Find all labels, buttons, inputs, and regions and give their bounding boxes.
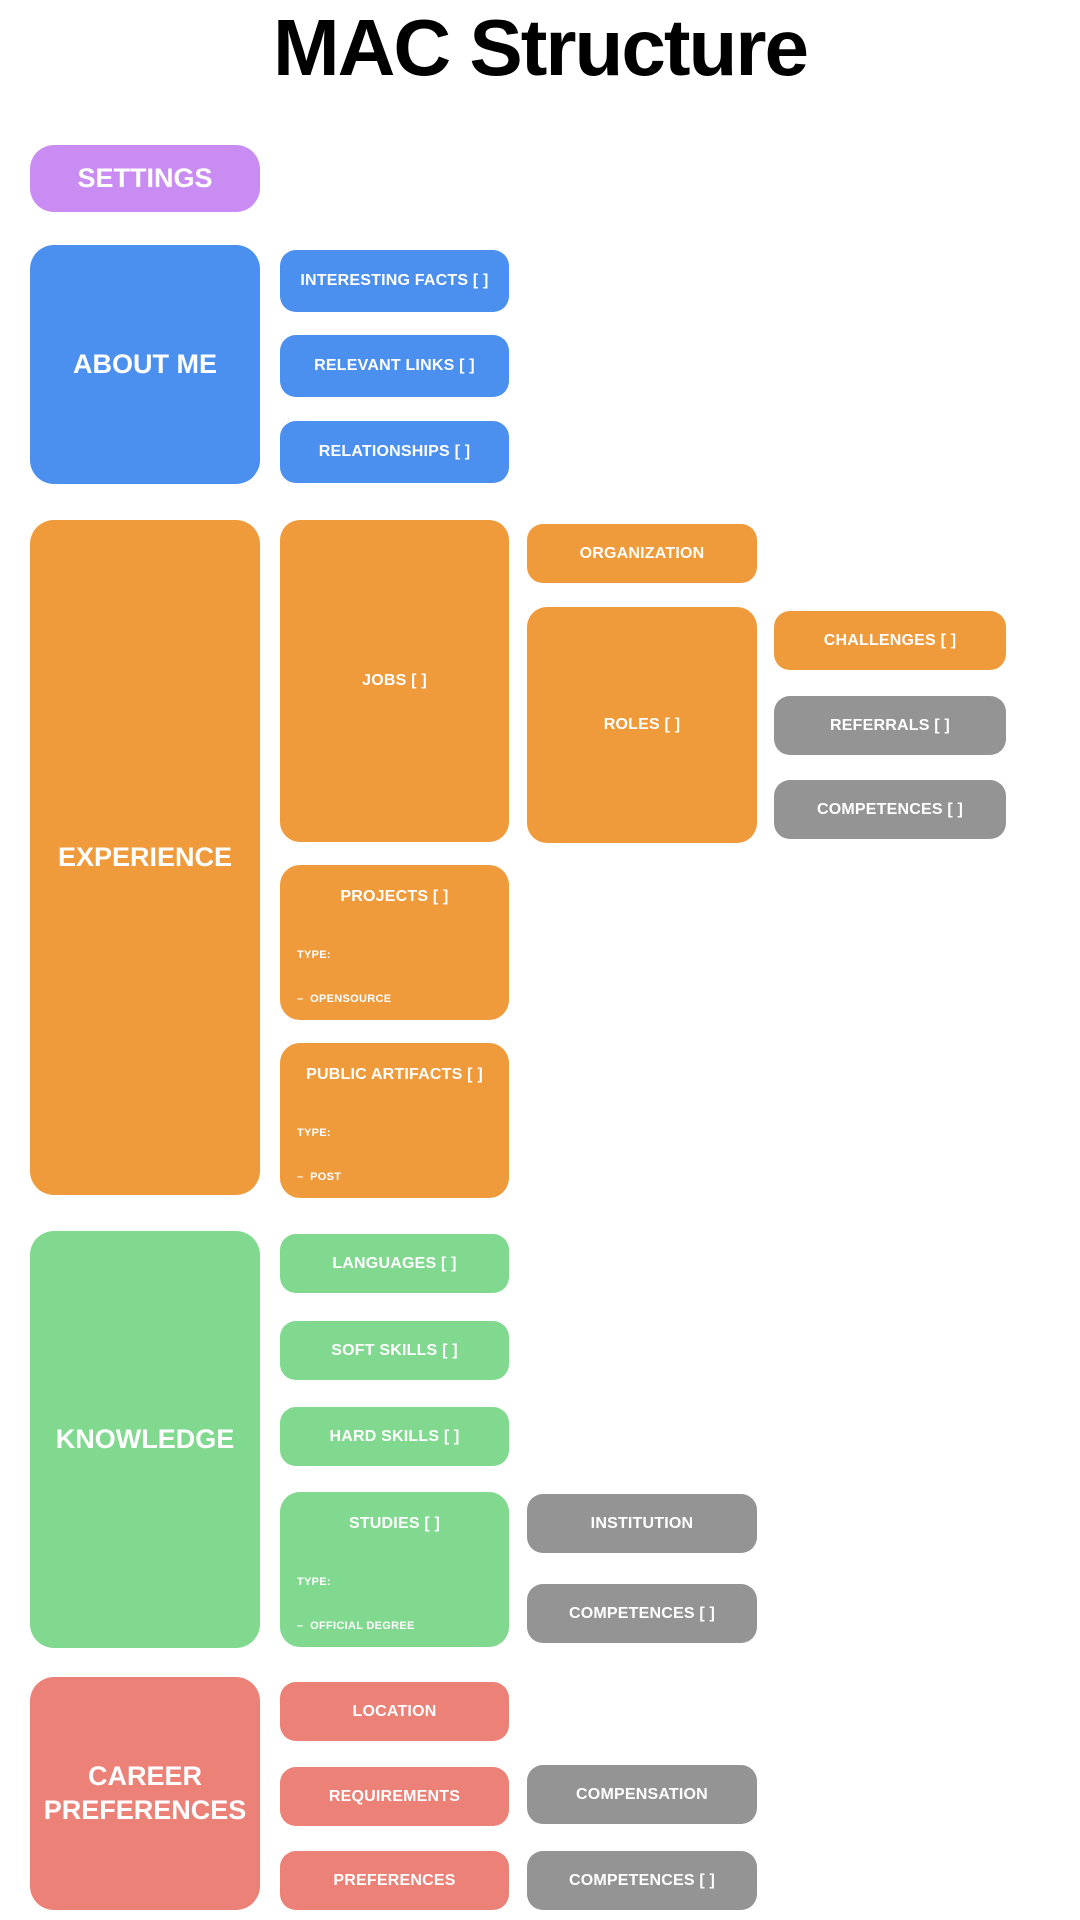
block-soft-skills-label: SOFT SKILLS [ ] — [331, 1341, 458, 1359]
block-challenges-label: CHALLENGES [ ] — [823, 631, 957, 649]
type-item: – POST — [297, 1170, 342, 1183]
block-soft-skills[interactable]: SOFT SKILLS [ ] — [280, 1321, 509, 1380]
block-competences-knowledge[interactable]: COMPETENCES [ ] — [527, 1584, 757, 1643]
type-heading: TYPE: — [297, 1127, 331, 1139]
public-artifacts-type-list: TYPE: – POST – ACHIEVEMENT – LAUNCH – ..… — [280, 1097, 509, 1344]
block-compensation-label: COMPENSATION — [576, 1785, 708, 1803]
type-item: – CERTIFICATION — [297, 1663, 399, 1675]
block-projects[interactable]: PROJECTS [ ] TYPE: – OPENSOURCE – SIDEPR… — [280, 865, 509, 1135]
block-languages-label: LANGUAGES [ ] — [332, 1254, 457, 1272]
block-relationships-label: RELATIONSHIPS [ ] — [318, 443, 471, 460]
block-challenges[interactable]: CHALLENGES [ ] — [774, 611, 1006, 670]
block-interesting-facts-label: INTERESTING FACTS [ ] — [300, 272, 489, 289]
block-studies[interactable]: STUDIES [ ] TYPE: – OFFICIAL DEGREE – CE… — [280, 1492, 509, 1762]
type-item: – ACHIEVEMENT — [297, 1214, 394, 1226]
block-location-label: LOCATION — [352, 1702, 437, 1720]
block-knowledge-label: KNOWLEDGE — [55, 1423, 235, 1454]
block-competences-experience[interactable]: COMPETENCES [ ] — [774, 780, 1006, 839]
block-hard-skills-label: HARD SKILLS [ ] — [329, 1427, 460, 1445]
block-roles-label: ROLES [ ] — [603, 716, 681, 733]
block-settings-label: SETTINGS — [77, 162, 213, 193]
block-languages[interactable]: LANGUAGES [ ] — [280, 1234, 509, 1293]
block-compensation[interactable]: COMPENSATION — [527, 1765, 757, 1824]
block-jobs-label: JOBS [ ] — [362, 672, 427, 689]
block-competences-experience-label: COMPETENCES [ ] — [816, 800, 964, 818]
block-institution-label: INSTITUTION — [590, 1514, 694, 1532]
block-career-preferences[interactable]: CAREER PREFERENCES — [30, 1677, 260, 1910]
block-studies-label: STUDIES [ ] — [348, 1515, 441, 1532]
block-jobs[interactable]: JOBS [ ] — [280, 520, 509, 842]
block-referrals[interactable]: REFERRALS [ ] — [774, 696, 1006, 755]
block-about-me[interactable]: ABOUT ME — [30, 245, 260, 484]
block-projects-label: PROJECTS [ ] — [340, 888, 449, 905]
block-settings[interactable]: SETTINGS — [30, 145, 260, 212]
block-public-artifacts[interactable]: PUBLIC ARTIFACTS [ ] TYPE: – POST – ACHI… — [280, 1043, 509, 1313]
block-roles[interactable]: ROLES [ ] — [527, 607, 757, 843]
block-competences-career[interactable]: COMPETENCES [ ] — [527, 1851, 757, 1910]
block-preferences-label: PREFERENCES — [333, 1871, 456, 1889]
type-item: – ... — [297, 1301, 321, 1313]
studies-type-list: TYPE: – OFFICIAL DEGREE – CERTIFICATION … — [280, 1546, 509, 1793]
block-relationships[interactable]: RELATIONSHIPS [ ] — [280, 421, 509, 483]
page-title: MAC Structure — [272, 3, 809, 92]
type-heading: TYPE: — [297, 949, 331, 961]
block-preferences[interactable]: PREFERENCES — [280, 1851, 509, 1910]
block-experience-label: EXPERIENCE — [57, 841, 233, 872]
block-referrals-label: REFERRALS [ ] — [830, 716, 950, 734]
block-requirements-label: REQUIREMENTS — [328, 1787, 461, 1805]
block-location[interactable]: LOCATION — [280, 1682, 509, 1741]
block-interesting-facts[interactable]: INTERESTING FACTS [ ] — [280, 250, 509, 312]
type-item: – ... — [297, 1750, 321, 1762]
block-requirements[interactable]: REQUIREMENTS — [280, 1767, 509, 1826]
block-career-preferences-label: CAREER PREFERENCES — [43, 1760, 247, 1825]
block-organization[interactable]: ORGANIZATION — [527, 524, 757, 583]
block-competences-knowledge-label: COMPETENCES [ ] — [568, 1604, 716, 1622]
block-relevant-links-label: RELEVANT LINKS [ ] — [314, 357, 475, 374]
block-hard-skills[interactable]: HARD SKILLS [ ] — [280, 1407, 509, 1466]
type-heading: TYPE: — [297, 1576, 331, 1588]
block-about-me-label: ABOUT ME — [73, 348, 217, 379]
block-organization-label: ORGANIZATION — [579, 544, 705, 562]
block-institution[interactable]: INSTITUTION — [527, 1494, 757, 1553]
block-relevant-links[interactable]: RELEVANT LINKS [ ] — [280, 335, 509, 397]
type-item: – OFFICIAL DEGREE — [297, 1619, 415, 1632]
block-knowledge[interactable]: KNOWLEDGE — [30, 1231, 260, 1648]
type-item: – OPENSOURCE — [297, 992, 392, 1005]
block-public-artifacts-label: PUBLIC ARTIFACTS [ ] — [306, 1066, 483, 1083]
block-experience[interactable]: EXPERIENCE — [30, 520, 260, 1195]
block-competences-career-label: COMPETENCES [ ] — [568, 1871, 716, 1889]
